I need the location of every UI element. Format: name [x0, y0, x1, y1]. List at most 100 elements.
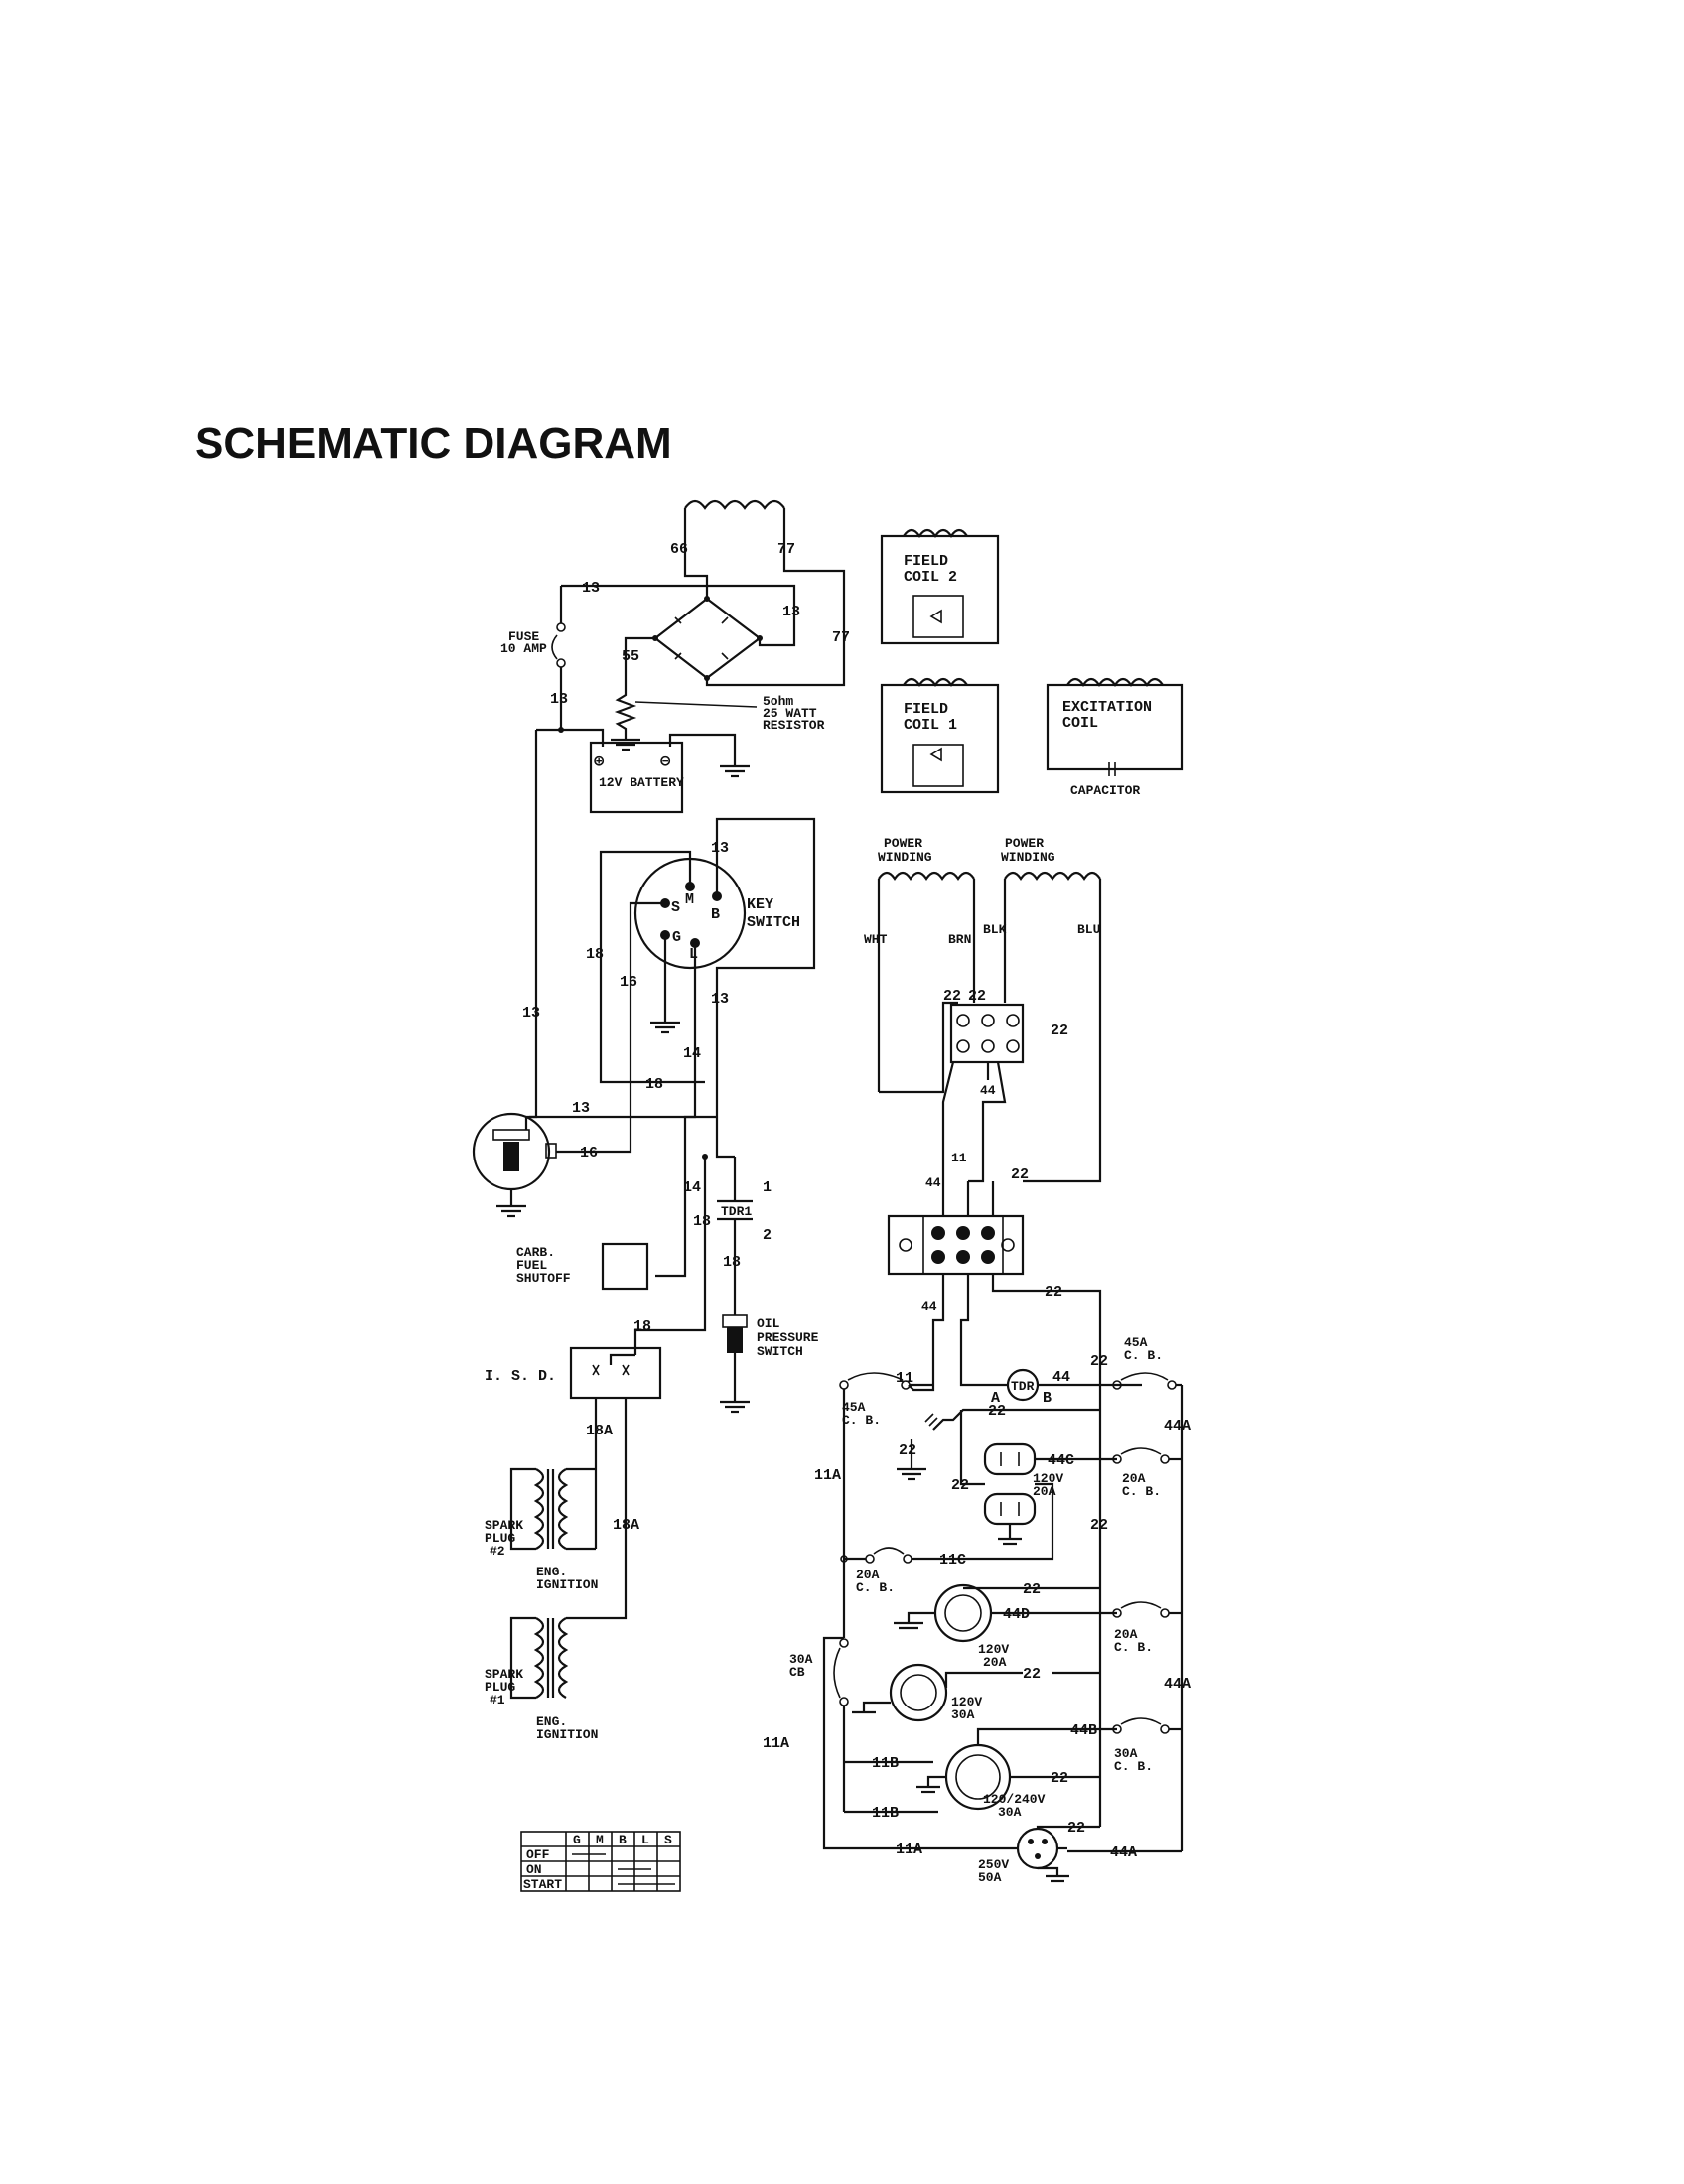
wire-label-22-main2: 22 — [1090, 1517, 1108, 1534]
wire-label-44c: 44C — [1048, 1452, 1074, 1469]
wire-label-13-right: 13 — [782, 604, 800, 620]
power-winding-2-label-1: POWER — [1005, 836, 1044, 851]
field-coil-1-label-1: FIELD — [904, 701, 948, 718]
carb-fuel-shutoff — [601, 1242, 649, 1291]
wire-label-18-key: 18 — [586, 946, 604, 963]
tdr-a-label: A — [991, 1390, 1000, 1407]
wire-label-44-tb2: 44 — [925, 1175, 941, 1190]
wire-label-22-tb3: 22 — [1051, 1023, 1068, 1039]
receptacle-2-label-2: 20A — [983, 1655, 1007, 1670]
excitation-coil — [1046, 677, 1184, 776]
oil-label-3: SWITCH — [757, 1344, 803, 1359]
wire-label-13-key2: 13 — [711, 991, 729, 1008]
wire-label-18-tdr2: 18 — [693, 1213, 711, 1230]
cb45-left-label-2: C. B. — [842, 1413, 881, 1428]
key-table-header-l: L — [641, 1833, 649, 1847]
wire-label-18-mid: 18 — [645, 1076, 663, 1093]
eng-ignition-1-label-2: IGNITION — [536, 1727, 598, 1742]
tdr-label: TDR — [1011, 1379, 1035, 1394]
oil-pressure-switch — [720, 1314, 750, 1414]
wire-label-16-key: 16 — [620, 974, 637, 991]
receptacle-3-label-1: 120V — [951, 1695, 982, 1709]
resistor-label-3: RESISTOR — [763, 718, 825, 733]
wire-label-22-tdr: 22 — [988, 1403, 1006, 1420]
receptacle-120v-20a-duplex — [983, 1442, 1037, 1526]
power-winding-2 — [1003, 871, 1102, 1003]
wire-label-22-rec: 22 — [951, 1477, 969, 1494]
key-table-row-start: START — [523, 1877, 562, 1892]
wire-label-13-top: 13 — [582, 580, 600, 597]
tdr1-relay — [717, 1157, 753, 1276]
key-switch-label-2: SWITCH — [747, 914, 800, 931]
cb45-right-label-1: 45A — [1124, 1335, 1148, 1350]
wire-color-blk: BLK — [983, 922, 1007, 937]
ignition-coil-1 — [509, 1616, 569, 1700]
wire-label-13-sol: 13 — [572, 1100, 590, 1117]
receptacle-5-label-2: 50A — [978, 1870, 1002, 1885]
eng-ignition-2-label-2: IGNITION — [536, 1577, 598, 1592]
terminal-block-lower — [887, 1214, 1025, 1276]
battery: ⊕ ⊖ — [589, 741, 684, 814]
terminal-block-upper — [949, 1003, 1025, 1064]
wire-label-13-fuse: 13 — [550, 691, 568, 708]
wire-label-44a-1: 44A — [1164, 1418, 1191, 1434]
receptacle-250v-50a — [1016, 1827, 1059, 1870]
wire-color-brn: BRN — [948, 932, 971, 947]
wire-label-22-r5: 22 — [1067, 1820, 1085, 1837]
cb20-left-label-2: C. B. — [856, 1580, 895, 1595]
tdr1-label: TDR1 — [721, 1204, 752, 1219]
wire-label-14-key: 14 — [683, 1045, 701, 1062]
power-winding-1-label-2: WINDING — [878, 850, 932, 865]
wire-label-22-r3: 22 — [1023, 1666, 1041, 1683]
wire-label-77: 77 — [777, 541, 795, 558]
wire-label-18-tdr: 18 — [723, 1254, 741, 1271]
wire-label-13-key: 13 — [711, 840, 729, 857]
key-terminal-s: S — [671, 899, 680, 916]
wire-label-22-r4: 22 — [1051, 1770, 1068, 1787]
field-coil-2-label-1: FIELD — [904, 553, 948, 570]
wire-label-22-tb2: 22 — [968, 988, 986, 1005]
eng-ignition-1-label-1: ENG. — [536, 1714, 567, 1729]
wire-color-wht: WHT — [864, 932, 888, 947]
key-table-header-m: M — [596, 1833, 604, 1847]
receptacle-4-label-1: 120/240V — [983, 1792, 1046, 1807]
cb30-right-label-2: C. B. — [1114, 1759, 1153, 1774]
resistor-label-2: 25 WATT — [763, 706, 817, 721]
cb20-right2-label-2: C. B. — [1114, 1640, 1153, 1655]
cb20-right1-label-1: 20A — [1122, 1471, 1146, 1486]
key-table-header-g: G — [573, 1833, 581, 1847]
wire-label-14-mid: 14 — [683, 1179, 701, 1196]
wire-label-11b-2: 11B — [872, 1805, 899, 1822]
battery-negative-icon: ⊖ — [660, 753, 671, 772]
wire-label-18a-1: 18A — [586, 1423, 613, 1439]
cb45-left-label-1: 45A — [842, 1400, 866, 1415]
isd-label: I. S. D. — [485, 1368, 556, 1385]
carb-label-3: SHUTOFF — [516, 1271, 571, 1286]
wire-label-77-b: 77 — [832, 629, 850, 646]
spark-plug-1-label-1: SPARK — [485, 1667, 523, 1682]
wire-label-44-tdr: 44 — [1052, 1369, 1070, 1386]
receptacle-120v-30a — [889, 1663, 948, 1722]
wire-label-18-isd: 18 — [633, 1318, 651, 1335]
wire-label-11a-2: 11A — [763, 1735, 789, 1752]
key-table-row-on: ON — [526, 1862, 542, 1877]
receptacle-2-label-1: 120V — [978, 1642, 1009, 1657]
power-winding-2-label-2: WINDING — [1001, 850, 1055, 865]
fuse-label-2: 10 AMP — [500, 641, 547, 656]
cb20-right1-label-2: C. B. — [1122, 1484, 1161, 1499]
wire-label-11a-3: 11A — [896, 1842, 922, 1858]
wire-label-44a-3: 44A — [1110, 1844, 1137, 1861]
key-table-header-s: S — [664, 1833, 672, 1847]
bridge-rectifier — [652, 596, 763, 681]
key-terminal-g: G — [672, 929, 681, 946]
spark-plug-2-label-1: SPARK — [485, 1518, 523, 1533]
capacitor-label: CAPACITOR — [1070, 783, 1140, 798]
field-coil-2 — [880, 528, 1000, 645]
starter-solenoid — [472, 1112, 557, 1218]
wire-label-11b-1: 11B — [872, 1755, 899, 1772]
wire-label-44a-2: 44A — [1164, 1676, 1191, 1693]
field-coil-1 — [880, 677, 1000, 794]
wire-label-22-r2: 22 — [1023, 1581, 1041, 1598]
tdr-b-label: B — [1043, 1390, 1052, 1407]
